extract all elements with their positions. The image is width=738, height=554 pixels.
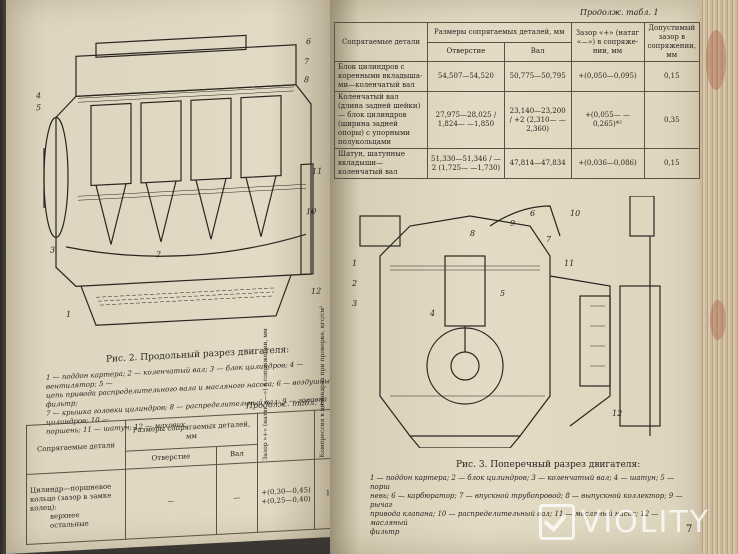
svg-text:2: 2 [351,279,357,288]
table-cell-shaft: — [216,462,258,535]
table-row: Блок цилиндров с коренными вкладыша­ми—к… [334,61,700,92]
cell-parts: Блок цилиндров с коренными вкладыша­ми—к… [334,61,428,92]
right-page: Продолж. табл. 1 Сопрягаемые детали Разм… [330,0,702,554]
col-gap: Зазор «+» (натяг «—») в сопряжении, мм [257,328,315,463]
svg-text:6: 6 [530,209,535,218]
legend-line: фильтр [370,528,400,536]
table-row: Коленчатый вал (длина задней шейки)— бло… [334,91,700,149]
svg-text:7: 7 [546,235,552,244]
page-edges [700,0,738,554]
table-cell-hole: — [125,464,217,540]
table-row: Шатун, шатунные вкладыши—коленчатый вал … [334,148,700,179]
watermark: VIOLITY [538,504,710,540]
figure-3-caption: Рис. 3. Поперечный разрез двигателя: [456,460,641,470]
cell-hole: 27,975—28,025 / 1,824— —1,850 [427,91,505,149]
page-number: 7 [686,524,693,535]
right-table-title: Продолж. табл. 1 [580,8,659,17]
svg-text:9: 9 [510,219,515,228]
svg-text:8: 8 [470,229,475,238]
svg-text:1: 1 [66,310,71,319]
watermark-text: VIOLITY [580,504,710,540]
table-row-label: Цилиндр—поршне­вое кольцо (зазор в за­мк… [26,469,126,545]
figure-3-legend: 1 — поддон картера; 2 — блок цилиндров; … [370,474,696,537]
col-shaft: Вал [503,41,572,62]
col-sizes: Размеры сопрягаемых деталей, мм [427,22,572,43]
col-gap: Зазор «+» (натяг «—») в сопряже­нии, мм [570,22,645,62]
legend-line: 1 — поддон картера; 2 — блок цилиндров; … [370,474,675,491]
cell-limit: 0,35 [643,91,700,149]
svg-text:10: 10 [570,209,580,218]
legend-line: привода клапана; 10 — распределительный … [370,510,659,527]
violity-logo-icon [538,504,575,540]
svg-text:1: 1 [352,259,357,268]
cell-parts: Коленчатый вал (длина задней шейки)— бло… [334,91,428,149]
col-shaft: Вал [216,444,258,465]
svg-text:2: 2 [155,250,161,259]
cell-limit: 0,15 [643,148,700,179]
cell-gap: +(0,055— —0,265)*² [570,91,645,149]
svg-text:3: 3 [352,299,357,308]
col-limit: Допустимый зазор в сопряжении, мм [643,22,700,62]
svg-text:12: 12 [612,409,622,418]
right-spec-table: Сопрягаемые детали Размеры сопрягаемых д… [334,22,700,179]
cell-shaft: 47,814—47,834 [503,148,572,179]
cell-parts: Шатун, шатунные вкладыши—коленчатый вал [334,148,428,179]
svg-text:11: 11 [564,259,574,268]
svg-text:10: 10 [306,207,316,217]
col-hole: Отверстие [427,41,505,62]
table-cell-gap: +(0,30—0,45) +(0,25—0,40) [257,459,315,533]
cell-gap: +(0,036—0,086) [570,148,645,179]
svg-text:4: 4 [429,309,435,318]
svg-text:3: 3 [50,245,55,254]
col-parts: Сопрягаемые детали [26,420,126,475]
cell-hole: 54,507—54,520 [427,61,505,92]
cell-shaft: 23,140—23,200 / +2 (2,310— —2,360) [503,91,572,149]
cell-gap: +(0,050—0,095) [570,61,645,92]
svg-text:5: 5 [500,289,505,298]
svg-text:12: 12 [311,286,321,296]
svg-text:8: 8 [304,75,309,84]
svg-text:4: 4 [36,91,41,100]
cell-shaft: 50,775—50,795 [503,61,572,92]
svg-text:5: 5 [36,103,41,112]
svg-text:11: 11 [312,166,322,176]
cell-hole: 51,330—51,346 / —2 (1,725— —1,730) [427,148,505,179]
svg-text:7: 7 [304,57,310,66]
legend-line: невь; 6 — карбюратор; 7 — впускной трубо… [370,492,683,509]
svg-text:6: 6 [306,37,311,46]
col-parts: Сопрягаемые детали [334,22,428,62]
left-spec-table: Сопрягаемые детали Размеры сопрягаемых д… [26,305,336,545]
cell-limit: 0,15 [643,61,700,92]
